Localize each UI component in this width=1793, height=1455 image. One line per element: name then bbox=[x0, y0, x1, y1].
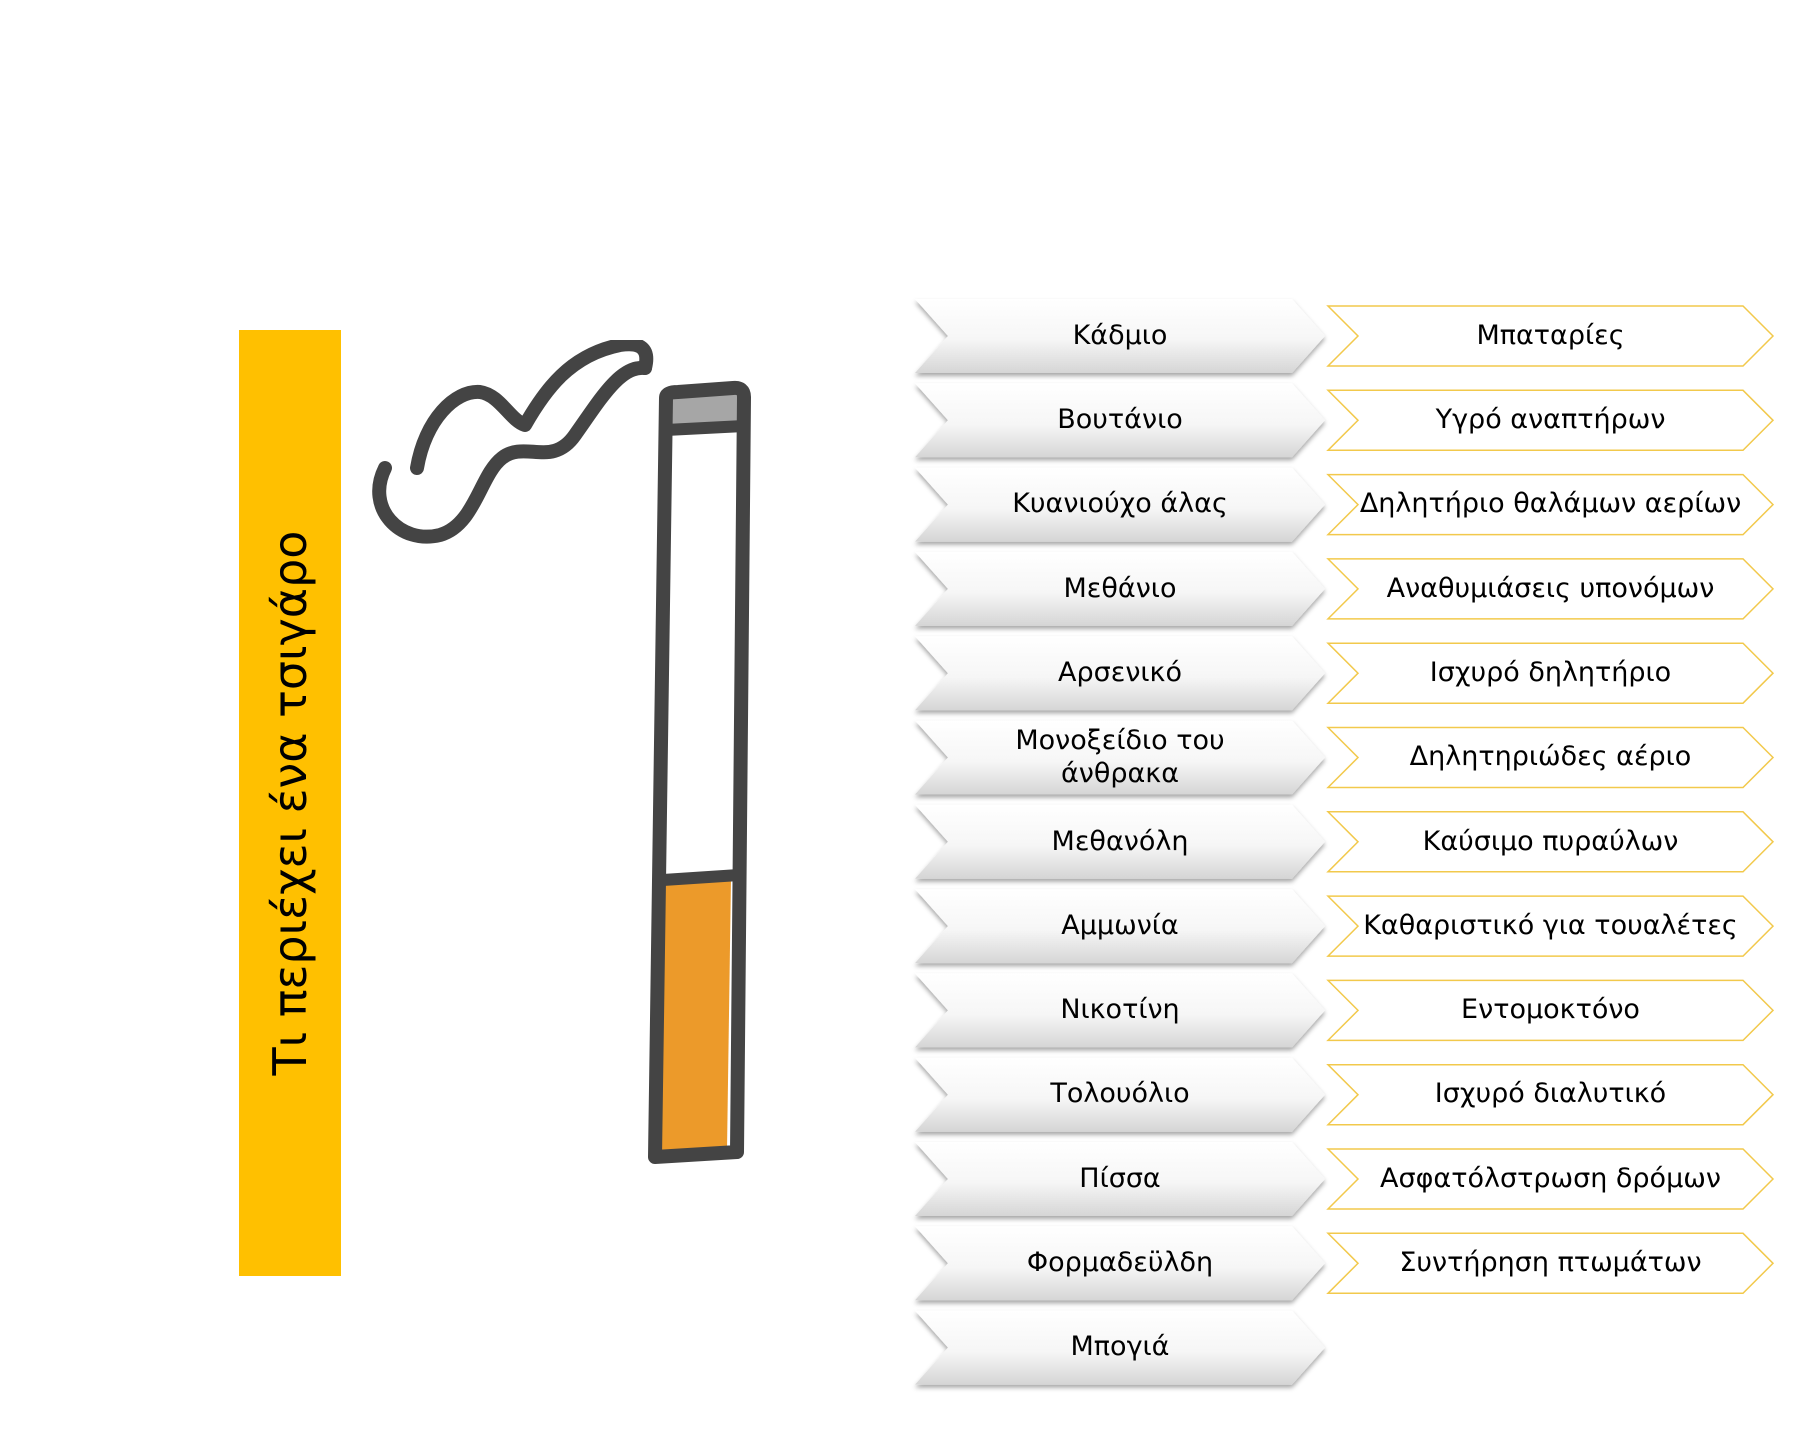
use-label: Εντομοκτόνο bbox=[1461, 994, 1640, 1026]
use-chevron bbox=[1326, 1063, 1775, 1126]
smoke-icon bbox=[372, 340, 654, 544]
substance-label: Τολουόλιο bbox=[1050, 1078, 1190, 1110]
substance-chevron bbox=[915, 889, 1325, 964]
title-band: Τι περιέχει ένα τσιγάρο bbox=[239, 330, 341, 1276]
use-chevron bbox=[1326, 726, 1775, 789]
use-label: Δηλητήριο θαλάμων αερίων bbox=[1359, 488, 1742, 520]
substance-chevron bbox=[915, 636, 1325, 711]
use-label: Αναθυμιάσεις υπονόμων bbox=[1386, 572, 1715, 604]
use-chevron bbox=[1326, 1148, 1775, 1210]
use-chevron bbox=[1326, 642, 1775, 704]
use-label: Ασφατόλστρωση δρόμων bbox=[1380, 1162, 1721, 1194]
cigarette-filter bbox=[658, 878, 731, 1155]
use-label: Καύσιμο πυραύλων bbox=[1422, 825, 1679, 857]
use-label: Ισχυρό δηλητήριο bbox=[1429, 656, 1672, 688]
substance-label: Αμμωνία bbox=[1061, 909, 1179, 941]
use-chevron bbox=[1326, 558, 1775, 620]
page-title: Τι περιέχει ένα τσιγάρο bbox=[263, 530, 317, 1076]
use-chevron bbox=[1326, 1232, 1775, 1295]
cigarette-icon bbox=[648, 380, 751, 1164]
substance-label: Κάδμιο bbox=[1072, 319, 1168, 351]
substance-label: Κυανιούχο άλας bbox=[1012, 488, 1228, 520]
cigarette-illustration bbox=[372, 340, 751, 1164]
substance-label: Πίσσα bbox=[1079, 1162, 1161, 1194]
substance-chevron bbox=[915, 720, 1325, 795]
use-chevron bbox=[1326, 979, 1775, 1042]
substance-label: Νικοτίνη bbox=[1060, 994, 1180, 1026]
substance-label: Μεθάνιο bbox=[1063, 572, 1177, 604]
substance-label: Μπογιά bbox=[1070, 1331, 1170, 1363]
substance-chevron bbox=[915, 467, 1325, 542]
substance-chevron bbox=[915, 1226, 1325, 1301]
substance-label: Μεθανόλη bbox=[1051, 825, 1189, 857]
substance-chevron bbox=[915, 973, 1325, 1048]
substance-label: Μονοξείδιο του άνθρακα bbox=[1015, 725, 1225, 789]
substances-diagram bbox=[915, 299, 1775, 1385]
substance-chevron bbox=[915, 1142, 1325, 1216]
use-label: Καθαριστικό για τουαλέτες bbox=[1363, 909, 1738, 941]
substance-chevron bbox=[915, 1310, 1325, 1385]
use-chevron bbox=[1326, 473, 1775, 536]
substance-label: Βουτάνιο bbox=[1057, 404, 1183, 436]
use-chevron bbox=[1326, 811, 1775, 873]
use-label: Ισχυρό διαλυτικό bbox=[1434, 1078, 1667, 1110]
substance-chevron bbox=[915, 551, 1325, 626]
substance-chevron bbox=[915, 299, 1325, 373]
substance-chevron bbox=[915, 804, 1325, 879]
use-label: Υγρό αναπτήρων bbox=[1435, 404, 1666, 436]
use-chevron bbox=[1326, 389, 1775, 452]
use-chevron bbox=[1326, 305, 1775, 367]
substance-chevron bbox=[915, 1057, 1325, 1132]
use-chevron bbox=[1326, 895, 1775, 957]
use-label: Συντήρηση πτωμάτων bbox=[1399, 1247, 1702, 1279]
use-label: Δηλητηριώδες αέριο bbox=[1409, 741, 1692, 773]
use-label: Μπαταρίες bbox=[1476, 319, 1625, 351]
substance-label: Φορμαδεϋλδη bbox=[1026, 1247, 1214, 1279]
substance-label: Αρσενικό bbox=[1058, 656, 1182, 688]
substance-chevron bbox=[915, 383, 1325, 458]
